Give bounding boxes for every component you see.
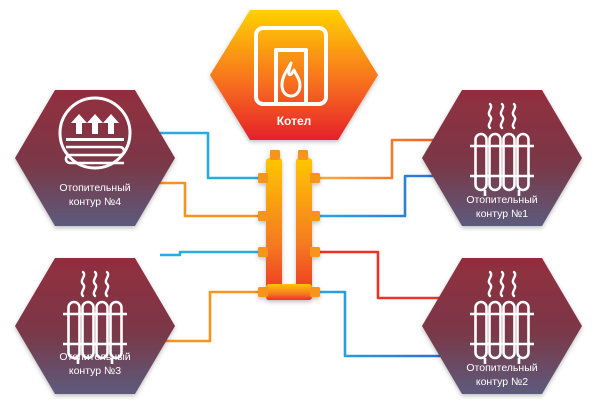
heat-waves <box>80 270 110 298</box>
pipe-c1-return <box>312 174 440 218</box>
pipes <box>160 131 440 358</box>
circuit-4-label: Отопительный контур №4 <box>40 181 150 209</box>
boiler-label-text: Котел <box>276 114 312 128</box>
radiator-body <box>63 300 127 364</box>
pipe-c2-supply <box>312 250 440 300</box>
circuit-3-label-line2: контур №3 <box>68 365 122 377</box>
circuit-1-hexagon <box>422 90 582 226</box>
circuit-1-label: Отопительный контур №1 <box>447 193 557 221</box>
manifold-right-column <box>296 158 312 300</box>
pipe-c3-supply <box>160 250 266 257</box>
circuit-node-3 <box>15 258 175 394</box>
manifold-fittings <box>258 150 320 297</box>
pipe-c4-supply <box>160 131 266 180</box>
circuit-1-label-line2: контур №1 <box>475 208 529 220</box>
boiler-flame-icon <box>254 26 328 106</box>
boiler-hexagon <box>210 10 378 140</box>
manifold-bottom-bridge <box>266 284 312 300</box>
circuit-node-2 <box>422 258 582 394</box>
circuit-node-4 <box>15 90 175 226</box>
radiator-body <box>470 132 534 196</box>
circuit-3-label: Отопительный контур №3 <box>40 350 150 378</box>
circuit-1-label-line1: Отопительный <box>466 194 538 206</box>
heat-waves <box>487 102 517 130</box>
heat-waves <box>487 270 517 298</box>
circuit-2-label-line2: контур №2 <box>475 376 529 388</box>
pipe-c1-supply <box>312 138 440 180</box>
circuit-4-label-line1: Отопительный <box>59 182 131 194</box>
boiler-node <box>210 10 378 140</box>
radiator-body <box>470 300 534 364</box>
circuit-3-label-line1: Отопительный <box>59 351 131 363</box>
manifold-left-column <box>266 158 282 300</box>
circuit-4-hexagon <box>15 90 175 226</box>
radiator-icon <box>470 270 534 364</box>
circuit-node-1 <box>422 90 582 226</box>
pipe-c3-return <box>160 290 272 343</box>
boiler-label: Котел <box>244 114 344 128</box>
circuit-2-label: Отопительный контур №2 <box>447 361 557 389</box>
pipe-c4-return <box>160 181 266 218</box>
radiator-icon <box>63 270 127 364</box>
radiator-icon <box>470 102 534 196</box>
circuit-2-label-line1: Отопительный <box>466 362 538 374</box>
circuit-2-hexagon <box>422 258 582 394</box>
circuit-4-label-line2: контур №4 <box>68 196 122 208</box>
circuit-3-hexagon <box>15 258 175 394</box>
pipe-c2-return <box>312 290 440 358</box>
manifold <box>258 150 320 300</box>
floor-heating-icon <box>58 96 132 170</box>
